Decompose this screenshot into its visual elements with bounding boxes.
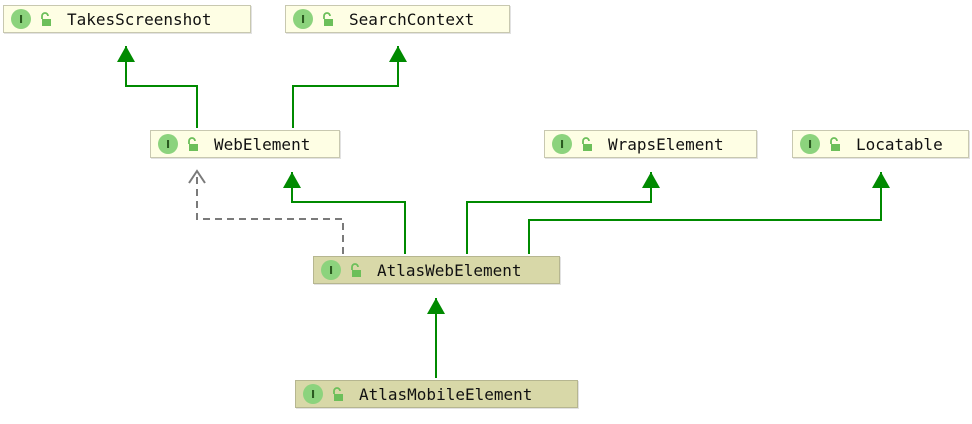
node-web-element[interactable]: I WebElement — [150, 130, 340, 158]
arrowhead-searchcontext — [389, 46, 407, 62]
open-lock-icon — [188, 137, 198, 151]
node-label: WebElement — [214, 134, 311, 154]
interface-badge-icon: I — [800, 134, 820, 154]
interface-badge-icon: I — [321, 260, 341, 280]
edge-webelement-takesscreenshot — [125, 46, 198, 128]
arrowhead-dependency-open — [188, 169, 206, 184]
node-takes-screenshot[interactable]: I TakesScreenshot — [3, 5, 251, 33]
edge-atlasweb-wrapselement — [466, 172, 652, 254]
arrowhead-webelement — [283, 172, 301, 188]
open-lock-icon — [41, 12, 51, 26]
edge-atlasweb-webelement — [291, 172, 406, 254]
interface-badge-icon: I — [303, 384, 323, 404]
open-lock-icon — [351, 263, 361, 277]
open-lock-icon — [582, 137, 592, 151]
node-atlas-mobile-element[interactable]: I AtlasMobileElement — [295, 380, 578, 408]
node-label: AtlasMobileElement — [359, 384, 533, 404]
node-wraps-element[interactable]: I WrapsElement — [544, 130, 757, 158]
node-label: AtlasWebElement — [377, 260, 522, 280]
node-label: WrapsElement — [608, 134, 724, 154]
node-label: TakesScreenshot — [67, 9, 212, 29]
open-lock-icon — [323, 12, 333, 26]
arrowhead-atlasweb — [427, 298, 445, 314]
interface-badge-icon: I — [293, 9, 313, 29]
open-lock-icon — [830, 137, 840, 151]
node-label: SearchContext — [349, 9, 475, 29]
edge-atlasweb-webelement-dependency — [196, 172, 344, 254]
node-atlas-web-element[interactable]: I AtlasWebElement — [313, 256, 560, 284]
edge-atlasweb-locatable — [528, 172, 882, 254]
node-search-context[interactable]: I SearchContext — [285, 5, 510, 33]
interface-badge-icon: I — [158, 134, 178, 154]
arrowhead-takesscreenshot — [117, 46, 135, 62]
node-locatable[interactable]: I Locatable — [792, 130, 969, 158]
open-lock-icon — [333, 387, 343, 401]
edge-webelement-searchcontext — [292, 46, 399, 128]
interface-badge-icon: I — [552, 134, 572, 154]
interface-badge-icon: I — [11, 9, 31, 29]
arrowhead-locatable — [872, 172, 890, 188]
arrowhead-wrapselement — [642, 172, 660, 188]
node-label: Locatable — [856, 134, 943, 154]
